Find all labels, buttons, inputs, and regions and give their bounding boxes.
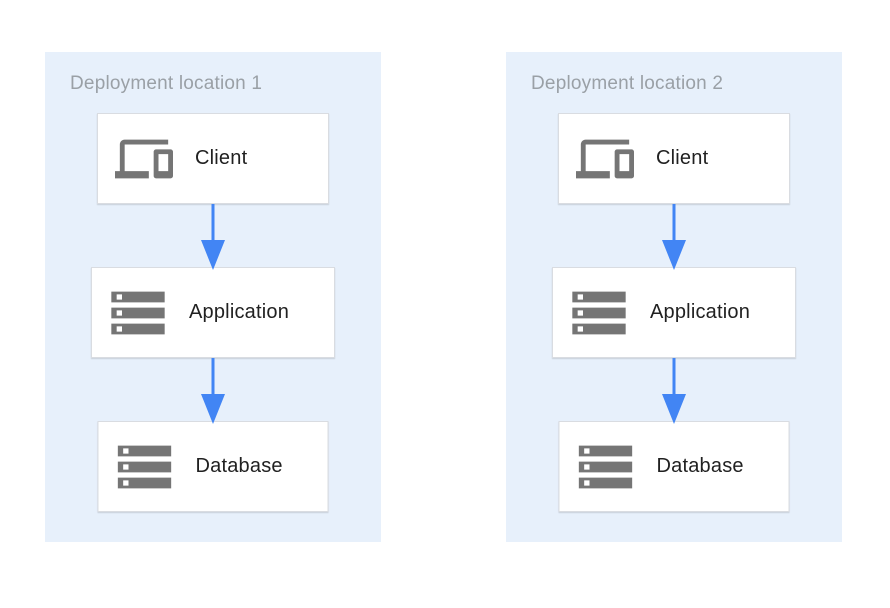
application-node: Application — [91, 267, 335, 358]
arrow-down-icon — [662, 204, 686, 270]
client-node: Client — [558, 113, 790, 204]
database-node: Database — [97, 421, 329, 512]
arrow-line — [672, 204, 676, 244]
application-node: Application — [552, 267, 796, 358]
database-node: Database — [558, 421, 790, 512]
devices-icon — [112, 130, 176, 188]
node-label: Database — [656, 455, 744, 477]
node-label: Database — [195, 455, 283, 477]
storage-icon — [106, 281, 170, 345]
arrow-line — [211, 204, 215, 244]
devices-icon — [573, 130, 637, 188]
deployment-location-2-panel: Deployment location 2 Client Application — [506, 52, 842, 542]
deployment-location-1-panel: Deployment location 1 Client Application — [45, 52, 381, 542]
panel-title: Deployment location 1 — [70, 73, 263, 94]
storage-icon — [567, 281, 631, 345]
node-label: Application — [650, 301, 751, 323]
node-label: Client — [195, 147, 248, 169]
node-label: Application — [189, 301, 290, 323]
arrow-head — [662, 240, 686, 270]
storage-icon — [113, 435, 177, 499]
client-node: Client — [97, 113, 329, 204]
panel-title: Deployment location 2 — [531, 73, 724, 94]
arrow-line — [672, 358, 676, 398]
arrow-down-icon — [201, 358, 225, 424]
storage-icon — [574, 435, 638, 499]
arrow-head — [201, 240, 225, 270]
arrow-head — [201, 394, 225, 424]
arrow-down-icon — [201, 204, 225, 270]
arrow-head — [662, 394, 686, 424]
node-label: Client — [656, 147, 709, 169]
arrow-down-icon — [662, 358, 686, 424]
arrow-line — [211, 358, 215, 398]
